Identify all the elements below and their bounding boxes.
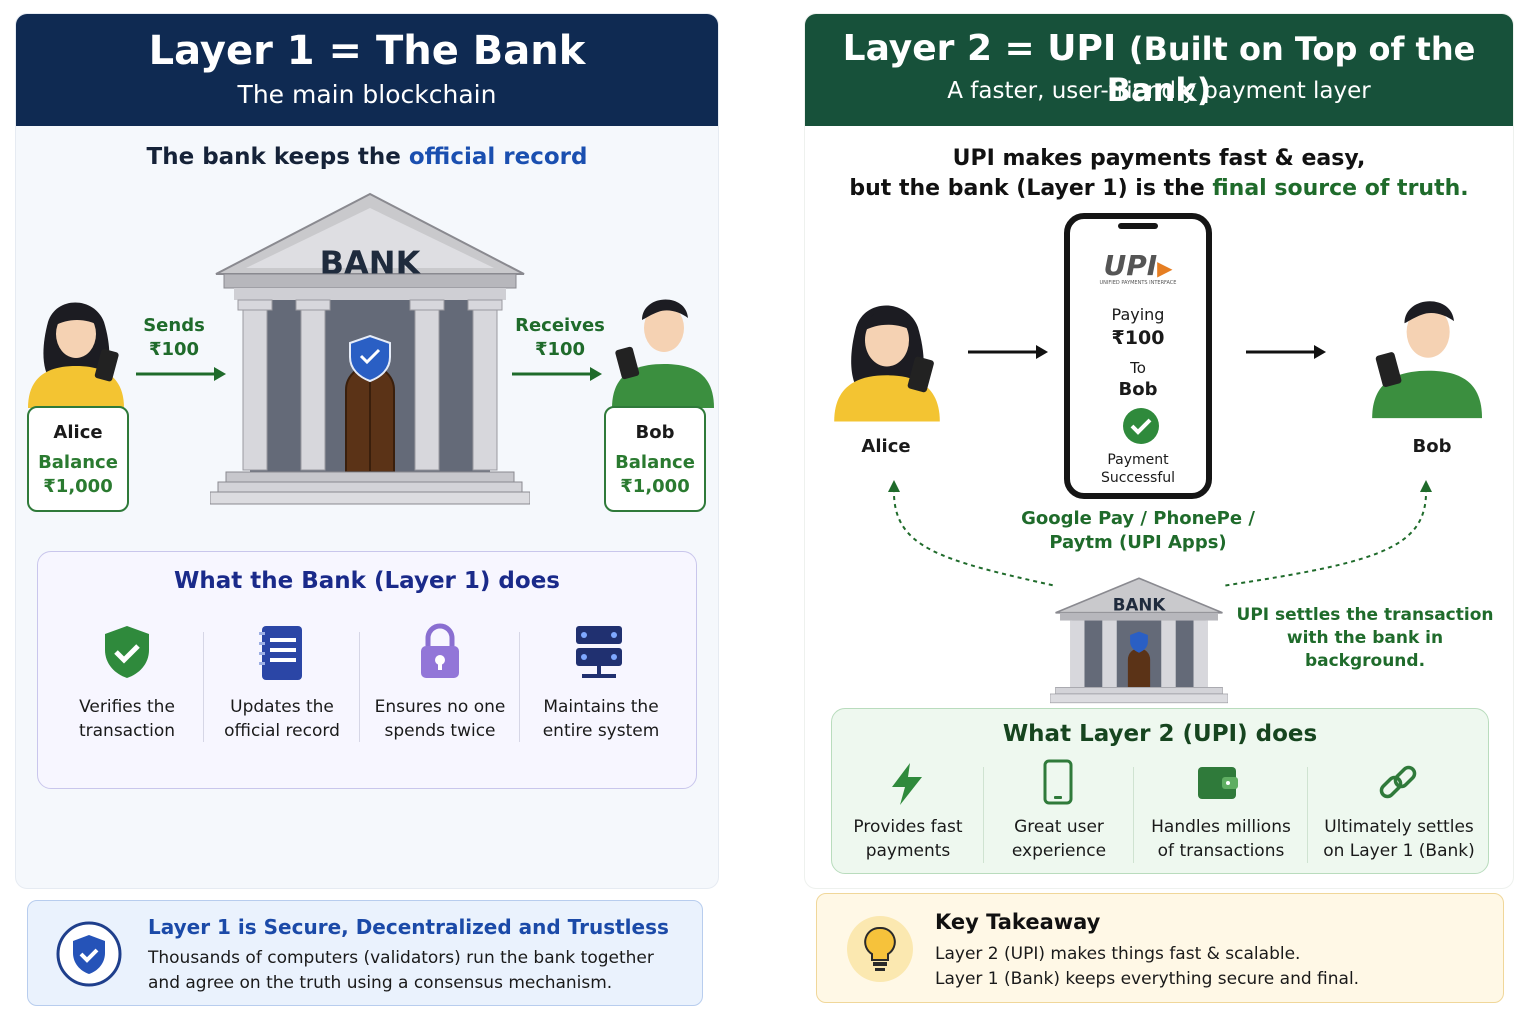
small-bank-icon: BANK (1050, 577, 1228, 704)
layer1-subtitle: The main blockchain (237, 80, 497, 109)
takeaway-line1: Layer 2 (UPI) makes things fast & scalab… (935, 944, 1301, 964)
bob-avatar-icon (612, 299, 714, 408)
layer1-does-title: What the Bank (Layer 1) does (174, 568, 560, 594)
settlement-line1: UPI settles the transaction (1236, 605, 1494, 625)
sends-amount: ₹100 (148, 339, 200, 360)
upi-apps-label: Google Pay / PhonePe / Paytm (UPI Apps) (1000, 507, 1276, 555)
layer1-does-box: What the Bank (Layer 1) does Verifies th… (37, 551, 697, 789)
notebook-icon (259, 626, 302, 680)
layer2-title-paren: (Built on Top of the Bank) (1106, 30, 1476, 109)
l2-item-fast-2: payments (865, 841, 951, 861)
settlement-line2: with the bank in background. (1286, 628, 1444, 671)
upi-logo: UPI▶ (1103, 249, 1173, 282)
lightbulb-icon (847, 916, 913, 982)
does-item-update-2: official record (224, 721, 340, 741)
receives-arrow-icon (512, 367, 602, 381)
phone-to: To (1130, 359, 1146, 377)
bob-name: Bob (635, 422, 675, 443)
does-item-maintain-2: entire system (542, 721, 660, 741)
takeaway-line2: Layer 1 (Bank) keeps everything secure a… (935, 969, 1360, 989)
phone-amount: ₹100 (1111, 327, 1165, 349)
alice-balance-label: Balance (38, 452, 118, 473)
layer1-footer-line1: Thousands of computers (validators) run … (148, 948, 654, 968)
layer2-tagline: UPI makes payments fast & easy, but the … (804, 144, 1514, 204)
bob-balance-label: Balance (615, 452, 695, 473)
receives-label: Receives (515, 315, 605, 336)
padlock-icon (421, 623, 459, 678)
tagline-text: The bank keeps the (146, 144, 409, 170)
alice-label: Alice (861, 436, 911, 457)
upi-phone: UPI▶ UNIFIED PAYMENTS INTERFACE Paying ₹… (1064, 213, 1212, 499)
alice-name: Alice (53, 422, 103, 443)
upi-logo-sub: UNIFIED PAYMENTS INTERFACE (1099, 280, 1177, 286)
bob-balance-value: ₹1,000 (620, 476, 690, 497)
layer1-header: Layer 1 = The Bank The main blockchain (16, 14, 718, 126)
small-bank-sign: BANK (1113, 596, 1167, 615)
does-item-verify-2: transaction (78, 721, 176, 741)
l2-item-settle-2: on Layer 1 (Bank) (1323, 841, 1475, 861)
bob-avatar-icon (1372, 301, 1482, 419)
l2-item-ux-2: experience (1011, 841, 1107, 861)
l2-item-scale: Handles millions (1151, 817, 1291, 837)
does-item-maintain: Maintains the (543, 697, 659, 717)
does-item-no-double-spend-2: spends twice (384, 721, 496, 741)
key-takeaway-box: Key Takeaway Layer 2 (UPI) makes things … (816, 893, 1504, 1003)
phone-icon (1043, 759, 1073, 805)
receives-label-group: Receives ₹100 (510, 314, 610, 362)
layer1-footer: Layer 1 is Secure, Decentralized and Tru… (27, 900, 703, 1006)
settlement-note: UPI settles the transaction with the ban… (1236, 604, 1494, 673)
upi-apps-line1: Google Pay / PhonePe / (1021, 508, 1255, 529)
bank-building-icon: BANK (210, 192, 530, 505)
lightning-icon (892, 763, 922, 805)
bob-balance-card: Bob Balance ₹1,000 (604, 406, 706, 512)
layer1-tagline: The bank keeps the official record (15, 144, 719, 170)
layer2-tagline-highlight: final source of truth. (1212, 176, 1469, 201)
success-check-icon (1123, 408, 1159, 444)
alice-avatar-icon (834, 305, 940, 422)
does-item-update: Updates the (230, 697, 334, 717)
alice-balance-card: Alice Balance ₹1,000 (27, 406, 129, 512)
upi-logo-text: UPI (1103, 249, 1158, 282)
layer2-subtitle: A faster, user-friendly payment layer (947, 78, 1371, 104)
layer1-title: Layer 1 = The Bank (148, 28, 586, 74)
layer2-tagline-line1: UPI makes payments fast & easy, (952, 146, 1366, 171)
alice-avatar-icon (28, 302, 124, 408)
security-shield-icon (56, 921, 122, 987)
layer2-does-title: What Layer 2 (UPI) does (1002, 721, 1318, 747)
receives-amount: ₹100 (534, 339, 586, 360)
phone-recipient: Bob (1118, 379, 1158, 400)
tagline-highlight: official record (408, 144, 588, 170)
sends-arrow-icon (136, 367, 226, 381)
l2-item-fast: Provides fast (853, 817, 963, 837)
takeaway-title: Key Takeaway (935, 910, 1101, 934)
layer2-title-main: Layer 2 = UPI (842, 28, 1117, 69)
layer2-title: Layer 2 = UPI (Built on Top of the Bank) (805, 28, 1513, 110)
does-item-verify: Verifies the (79, 697, 175, 717)
phone-status-line1: Payment (1107, 452, 1169, 468)
wallet-icon (1198, 767, 1238, 799)
link-icon (1379, 765, 1417, 799)
layer1-footer-line2: and agree on the truth using a consensus… (148, 973, 613, 993)
layer1-footer-title: Layer 1 is Secure, Decentralized and Tru… (148, 915, 669, 939)
layer2-header: Layer 2 = UPI (Built on Top of the Bank)… (805, 14, 1513, 126)
upi-apps-line2: Paytm (UPI Apps) (1049, 532, 1227, 553)
phone-status-line2: Successful (1100, 470, 1176, 486)
phone-paying: Paying (1111, 305, 1165, 324)
l2-item-ux: Great user (1014, 817, 1104, 837)
receive-arrow-icon (1246, 345, 1326, 359)
server-icon (576, 626, 622, 678)
l2-item-scale-2: of transactions (1157, 841, 1285, 861)
alice-balance-value: ₹1,000 (43, 476, 113, 497)
shield-check-icon (105, 626, 149, 678)
settlement-dashed-arrows (888, 480, 1432, 587)
bob-label: Bob (1412, 436, 1452, 457)
sends-label-group: Sends ₹100 (130, 314, 218, 362)
l2-item-settle: Ultimately settles (1324, 817, 1474, 837)
layer2-does-box: What Layer 2 (UPI) does Provides fast pa… (831, 708, 1489, 874)
layer2-tagline-line2: but the bank (Layer 1) is the (849, 176, 1213, 201)
pay-arrow-icon (968, 345, 1048, 359)
sends-label: Sends (143, 315, 205, 336)
does-item-no-double-spend: Ensures no one (374, 697, 506, 717)
